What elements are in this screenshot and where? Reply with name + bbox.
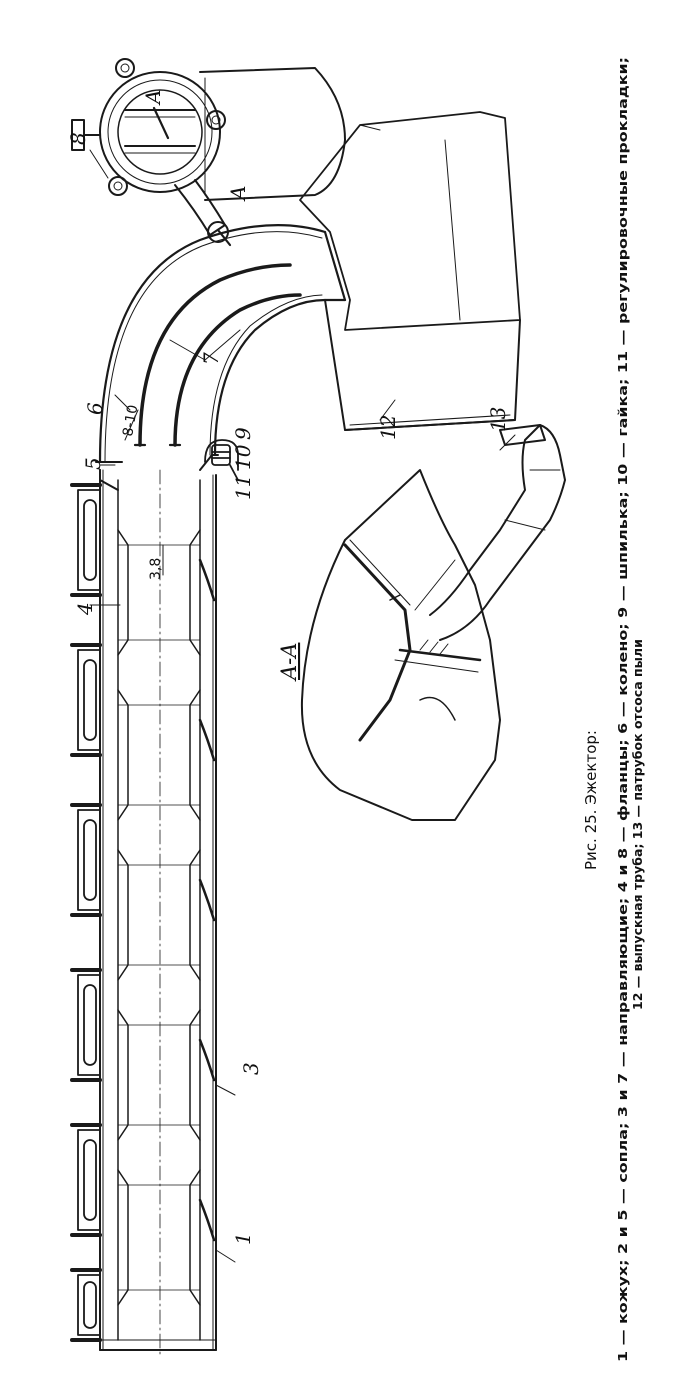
cut-mark-top: A (141, 90, 165, 106)
nozzle-segments (117, 529, 201, 1306)
section-cut-marks (152, 106, 232, 247)
section-label: A-A (277, 643, 301, 682)
callout-9: 9 (231, 427, 255, 440)
callout-8: 8 (66, 132, 90, 145)
callout-13: 13 (486, 407, 510, 432)
section-aa-detail (300, 469, 501, 821)
dimension-nozzle: 3,8 (148, 558, 164, 580)
callout-4: 4 (73, 602, 97, 616)
top-flange (71, 58, 346, 243)
cut-mark-bottom: A (226, 186, 250, 202)
ejector-body (99, 469, 217, 1356)
callout-3: 3 (239, 1062, 263, 1075)
callout-10: 10 (231, 444, 255, 470)
exhaust-pipe (299, 111, 521, 431)
callout-6: 6 (83, 402, 107, 415)
callout-1: 1 (231, 1232, 255, 1245)
callout-11: 11 (231, 475, 255, 500)
fastener-assembly (204, 439, 239, 481)
caption-line-2: 12 — выпускная труба; 13 — патрубок отсо… (630, 639, 645, 1010)
guide-vanes (198, 558, 216, 1242)
callout-7: 7 (199, 352, 223, 365)
elbow (98, 224, 347, 464)
caption-title: Рис. 25. Эжектор: (582, 730, 600, 870)
callout-12: 12 (376, 415, 400, 440)
left-flanges (70, 483, 102, 1342)
dust-suction-branch (429, 424, 566, 641)
dimension-gap: 8-10 (120, 404, 141, 438)
callout-5: 5 (81, 457, 105, 470)
leader-lines (89, 149, 516, 1263)
caption-line-1: 1 — кожух; 2 и 5 — сопла; 3 и 7 — направ… (615, 57, 630, 1362)
